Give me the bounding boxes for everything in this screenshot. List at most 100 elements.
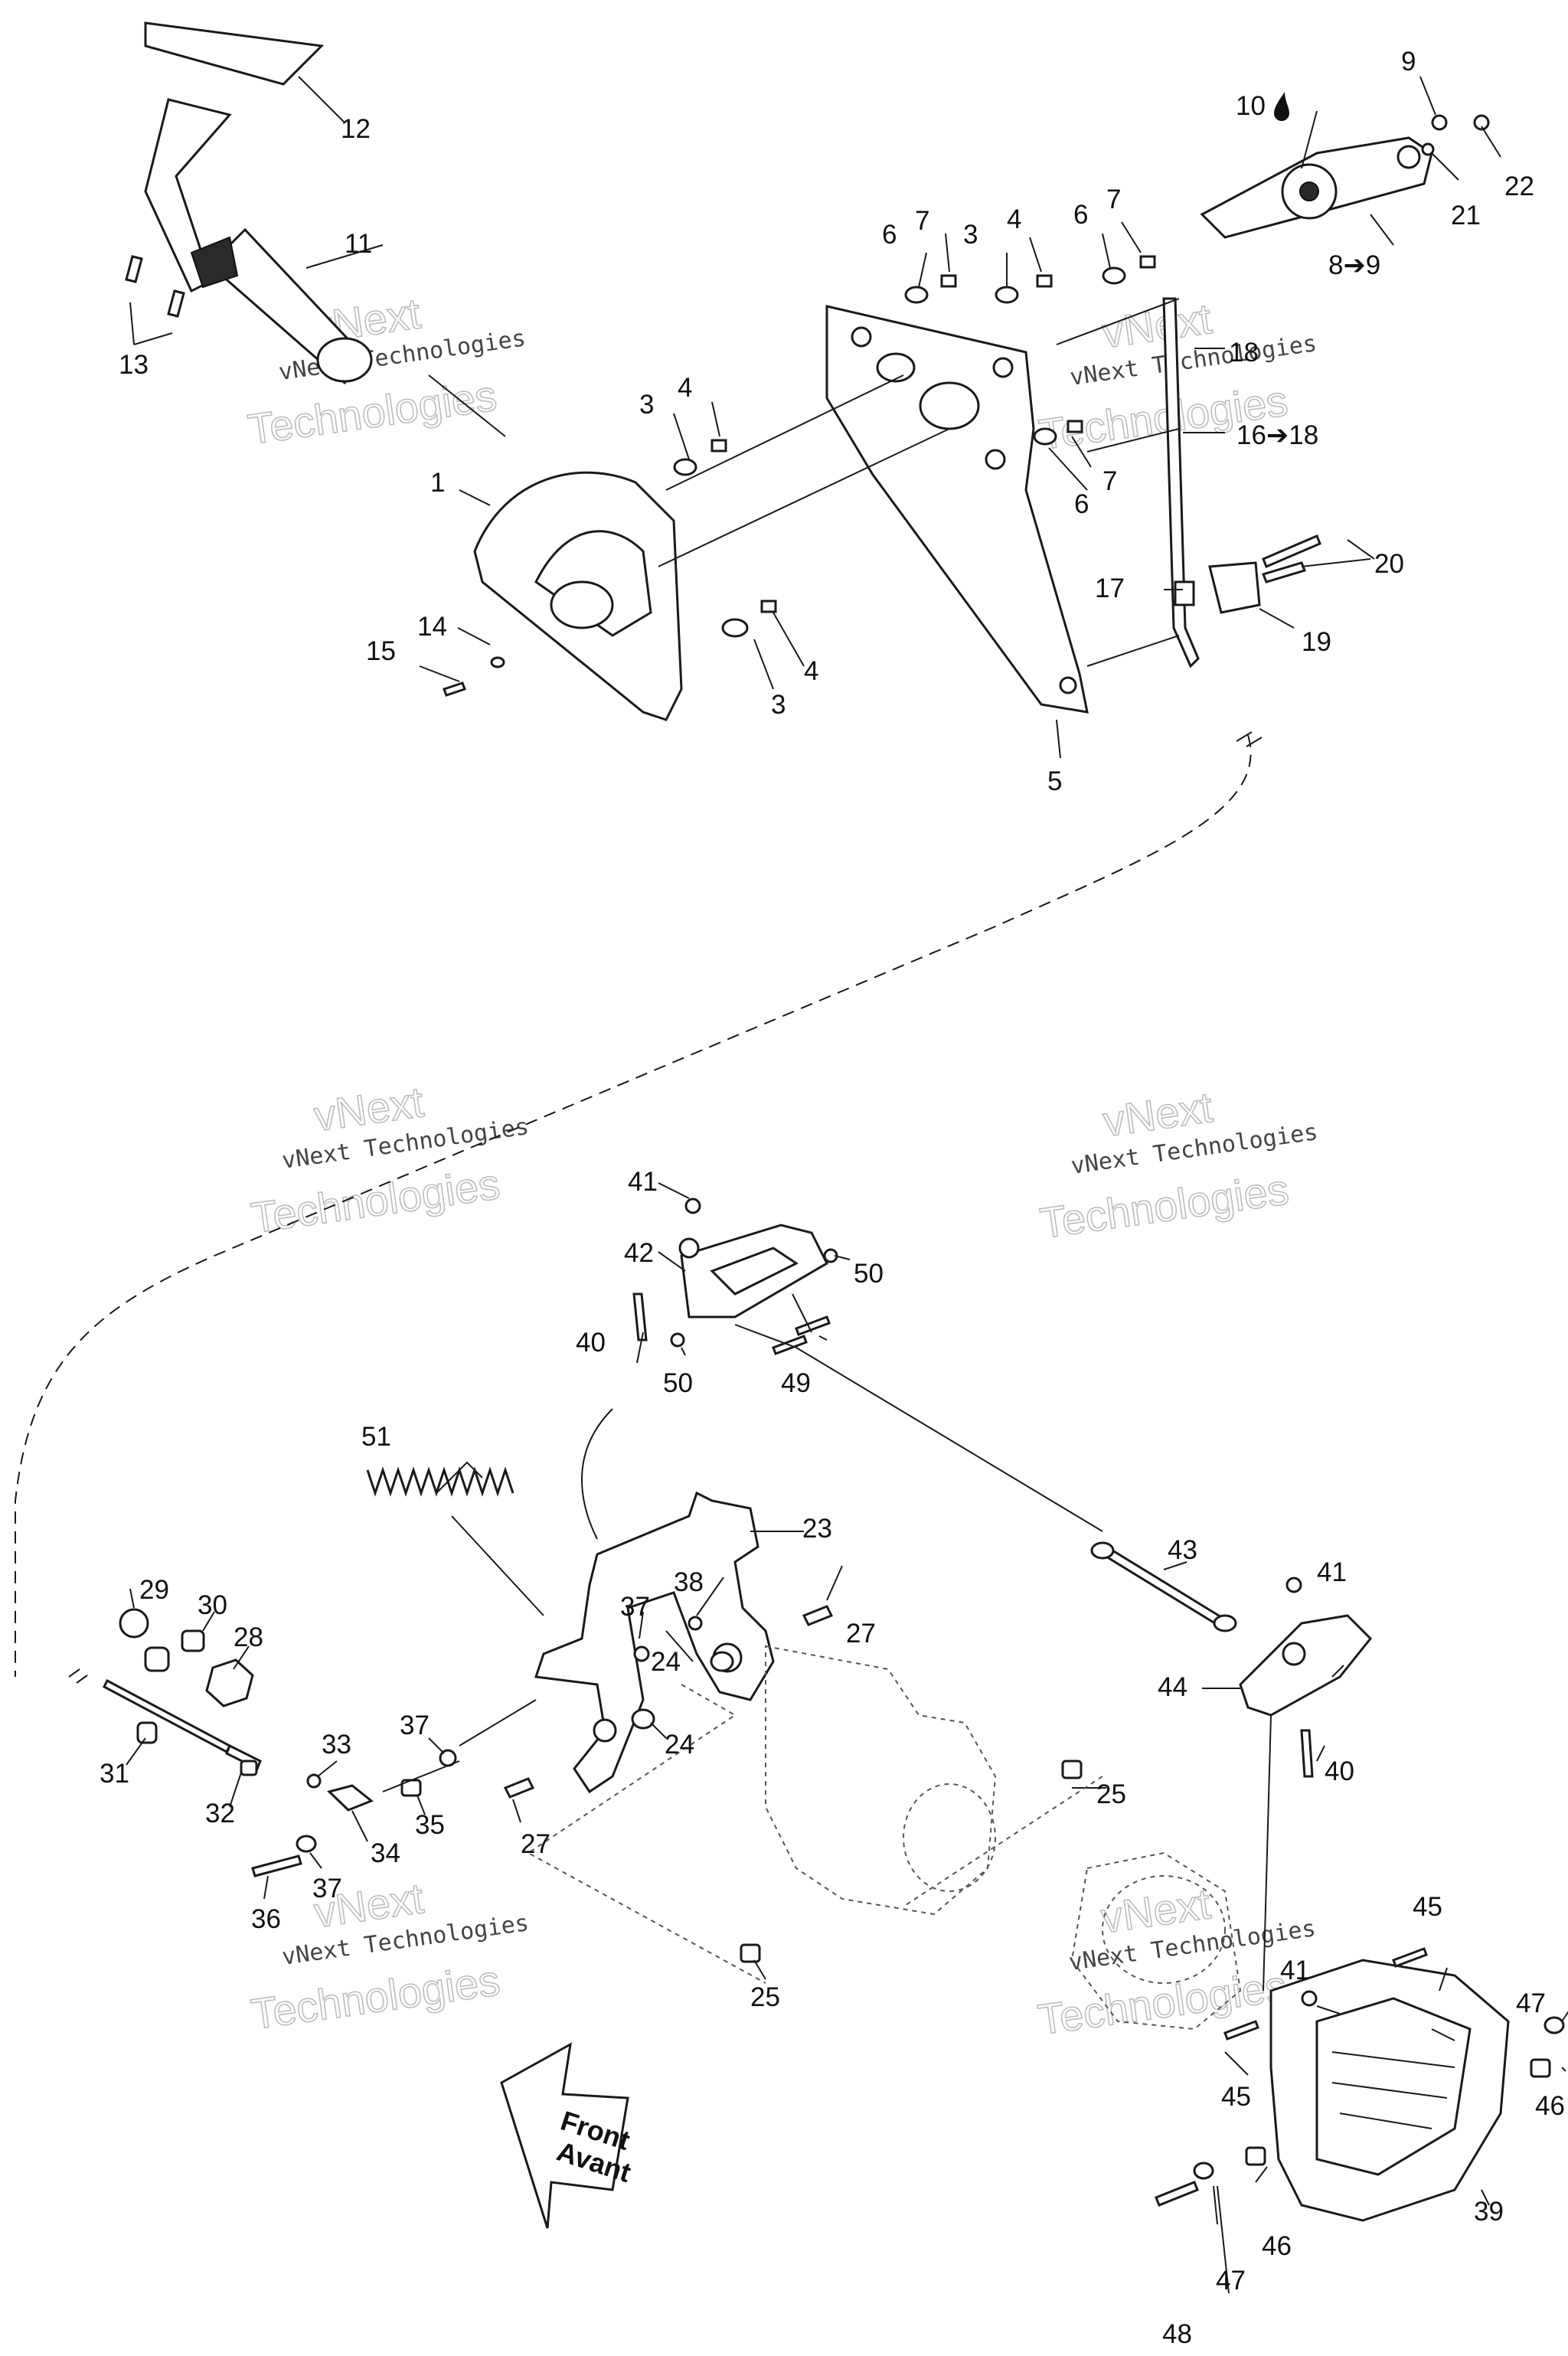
callout-28: 28 [234,1622,263,1652]
callout-7c: 7 [1102,466,1117,496]
callout-4c: 4 [1007,204,1021,234]
bracket-plate-5 [825,305,1089,759]
callout-45b: 45 [1221,2082,1251,2112]
callout-50a: 50 [854,1259,884,1289]
callout-40b: 40 [1325,1756,1354,1786]
spring-51 [366,1461,544,1616]
callout-44: 44 [1158,1672,1187,1702]
callout-33: 33 [322,1730,351,1760]
watermark-bottom-left: vNext vNext Technologies Technologies [247,1873,531,2039]
callout-40a: 40 [576,1328,606,1358]
callout-16: 16➔18 [1236,420,1318,450]
callout-47b: 47 [1216,2266,1246,2296]
svg-text:10: 10 [1236,91,1266,121]
callout-11: 11 [345,229,372,259]
callout-6b: 6 [1073,200,1088,230]
callout-38: 38 [674,1567,704,1597]
pedal-arm-11 [144,98,506,437]
screws-20 [1261,534,1375,583]
lever-23 [534,1491,804,1794]
bolts-bottom [503,1182,1568,2294]
callout-32: 32 [205,1799,235,1828]
callout-4b: 4 [804,656,818,686]
callout-27a: 27 [846,1619,876,1649]
callout-30: 30 [198,1590,227,1620]
alignment-lines-bottom [382,1324,1272,1992]
callout-9: 9 [1401,47,1416,77]
callout-35: 35 [415,1810,445,1840]
callout-34: 34 [371,1838,400,1868]
callout-29: 29 [139,1575,169,1605]
callout-43: 43 [1168,1535,1197,1565]
shaft-16-18 [1162,297,1225,668]
callout-5: 5 [1047,766,1062,796]
bracket-44 [1202,1614,1373,1717]
pedal-pad-12 [144,21,345,123]
callout-7b: 7 [1106,185,1121,214]
callout-20: 20 [1374,549,1404,579]
callout-27b: 27 [521,1829,550,1859]
callout-39: 39 [1474,2197,1504,2227]
watermark-mid-left: vNext vNext Technologies Technologies [247,1077,531,1243]
callout-25a: 25 [1096,1779,1126,1809]
callout-6a: 6 [882,220,897,250]
callout-37a: 37 [400,1711,430,1740]
callout-22: 22 [1504,172,1534,201]
callout-49: 49 [781,1368,811,1398]
top-alignment-lines [658,298,1180,667]
callout-12: 12 [341,114,371,144]
callout-50b: 50 [663,1368,693,1398]
callout-1: 1 [430,468,445,498]
callout-51: 51 [361,1422,391,1452]
callout-37c: 37 [312,1874,342,1903]
callout-41a: 41 [628,1167,658,1197]
cable-hardware-28-37 [68,1588,457,1900]
rod-43 [1090,1541,1237,1632]
callout-8: 8➔9 [1328,250,1380,280]
cable-route-line [15,734,1252,1677]
callout-25b: 25 [750,1982,780,2012]
bracket-42 [658,1224,828,1319]
callout-3a: 3 [639,390,654,420]
callout-14: 14 [417,612,447,642]
drop-icon [1274,92,1289,121]
housing-39 [1269,1959,1510,2222]
callout-6c: 6 [1074,489,1089,519]
callout-24a: 24 [651,1647,681,1677]
callout-15: 15 [366,636,396,666]
callout-37b: 37 [620,1592,650,1622]
callout-4a: 4 [678,373,692,403]
callout-24b: 24 [665,1730,694,1760]
callout-3b: 3 [771,690,786,720]
callout-31: 31 [100,1759,129,1789]
callout-46a: 46 [1535,2091,1565,2121]
callout-45a: 45 [1413,1892,1442,1922]
callout-47a: 47 [1516,1988,1546,2018]
callout-21: 21 [1451,201,1481,230]
callout-46b: 46 [1262,2231,1292,2261]
plate-19 [1208,561,1295,629]
direction-sign: Front Avant [500,2042,635,2229]
callout-7a: 7 [915,206,929,236]
callout-10: 10 [1236,91,1289,121]
lever-8 [1200,136,1433,246]
callout-18: 18 [1229,338,1259,368]
callout-13: 13 [119,350,149,380]
callout-3c: 3 [963,220,978,250]
callout-labels: 1 3 3 3 4 4 4 5 6 6 6 7 7 7 8➔9 9 10 11 … [100,47,1565,2349]
watermark-mid-right: vNext vNext Technologies Technologies [1037,1082,1320,1248]
screws-13 [125,255,185,345]
callout-41c: 41 [1280,1956,1310,1985]
guard-1 [459,471,683,721]
callout-23: 23 [802,1514,832,1544]
callout-36: 36 [251,1904,281,1934]
callout-42: 42 [624,1238,654,1268]
washers-and-bolts-top [419,76,1501,697]
cable-break-mark [1236,731,1263,747]
callout-19: 19 [1302,627,1331,657]
callout-41b: 41 [1317,1557,1347,1587]
callout-48: 48 [1162,2319,1192,2349]
callout-17: 17 [1095,573,1125,603]
